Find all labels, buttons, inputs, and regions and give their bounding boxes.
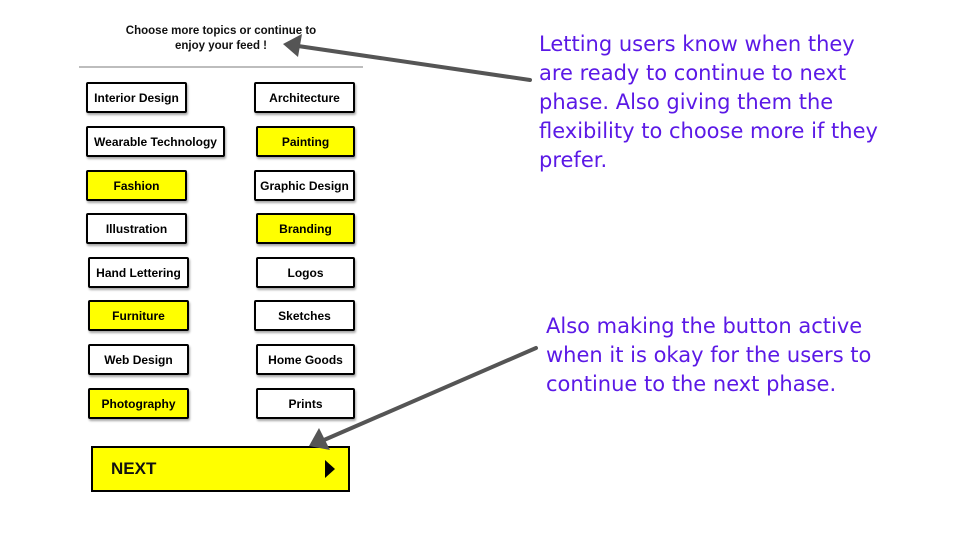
arrow-to-header: [283, 34, 532, 82]
play-triangle-icon: [325, 460, 335, 478]
topic-chip-graphic-design[interactable]: Graphic Design: [254, 170, 355, 201]
topic-chip-photography[interactable]: Photography: [88, 388, 189, 419]
header-line-2: enjoy your feed !: [174, 40, 268, 52]
annotation-top-line: prefer.: [539, 148, 608, 172]
next-button[interactable]: NEXT: [91, 446, 350, 492]
topic-chip-furniture[interactable]: Furniture: [88, 300, 189, 331]
annotation-top-line: are ready to continue to next: [539, 61, 847, 85]
topic-chip-sketches[interactable]: Sketches: [254, 300, 355, 331]
annotation-bottom-line: when it is okay for the users to: [546, 343, 872, 367]
annotation-top-line: Letting users know when they: [539, 32, 855, 56]
topic-chip-branding[interactable]: Branding: [256, 213, 355, 244]
annotation-bottom: Also making the button active when it is…: [546, 312, 871, 399]
topic-chip-home-goods[interactable]: Home Goods: [256, 344, 355, 375]
topic-chip-architecture[interactable]: Architecture: [254, 82, 355, 113]
next-button-label: NEXT: [111, 459, 157, 478]
topic-chip-prints[interactable]: Prints: [256, 388, 355, 419]
annotation-top-line: phase. Also giving them the: [539, 90, 834, 114]
annotation-bottom-line: Also making the button active: [546, 314, 863, 338]
topic-chip-interior-design[interactable]: Interior Design: [86, 82, 187, 113]
arrow-to-next-button: [309, 346, 538, 450]
topic-chip-illustration[interactable]: Illustration: [86, 213, 187, 244]
header-line-1: Choose more topics or continue to: [125, 25, 317, 37]
topic-chip-wearable-technology[interactable]: Wearable Technology: [86, 126, 225, 157]
header-prompt: Choose more topics or continue to enjoy …: [90, 24, 352, 54]
annotation-top-line: flexibility to choose more if they: [539, 119, 878, 143]
topic-chip-logos[interactable]: Logos: [256, 257, 355, 288]
topic-chip-web-design[interactable]: Web Design: [88, 344, 189, 375]
topic-chip-fashion[interactable]: Fashion: [86, 170, 187, 201]
annotation-bottom-line: continue to the next phase.: [546, 372, 837, 396]
topic-chip-hand-lettering[interactable]: Hand Lettering: [88, 257, 189, 288]
topic-chip-painting[interactable]: Painting: [256, 126, 355, 157]
divider: [79, 66, 363, 68]
annotation-top: Letting users know when they are ready t…: [539, 30, 878, 175]
